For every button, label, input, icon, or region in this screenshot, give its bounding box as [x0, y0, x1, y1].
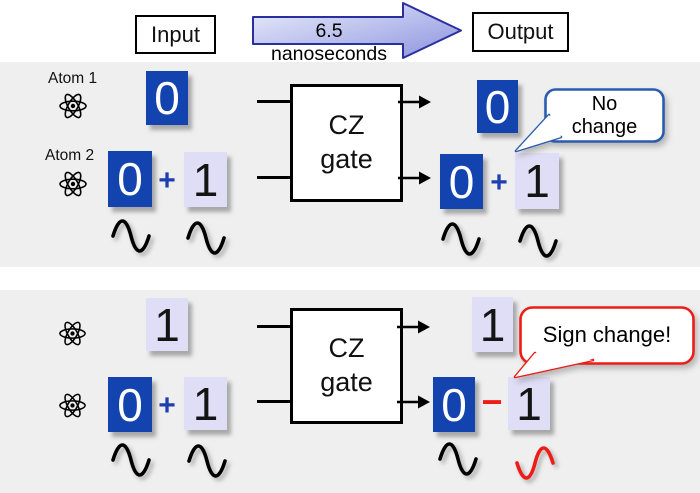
sine-wave-inverted-icon [515, 446, 555, 480]
output-arrow-icon [397, 320, 430, 334]
state-value: 0 [117, 153, 143, 205]
state-box-atom2-input-right: 1 [184, 377, 227, 430]
state-value: 1 [154, 298, 180, 351]
sine-wave-icon [187, 444, 227, 478]
state-value: 0 [441, 378, 467, 431]
sine-wave-icon [186, 221, 226, 255]
gate-label-line2: gate [320, 144, 373, 174]
state-box-atom1-output: 0 [477, 80, 518, 133]
gate-label-line1: CZ [328, 110, 365, 141]
output-arrow-icon [398, 95, 431, 109]
state-box-atom2-input-left: 0 [108, 151, 152, 207]
state-box-atom2-input-right: 1 [184, 152, 227, 207]
atom2-label: Atom 2 [45, 147, 95, 164]
output-arrow-icon [398, 171, 431, 185]
atom-icon [59, 321, 86, 346]
state-value: 1 [479, 298, 506, 351]
state-value: 1 [192, 153, 219, 206]
state-value: 1 [192, 377, 219, 430]
sine-wave-icon [111, 443, 151, 477]
atom-icon [59, 393, 86, 418]
gate-label-line1: CZ [328, 333, 365, 364]
atom-icon [59, 93, 87, 119]
state-box-atom2-input-left: 0 [108, 377, 152, 432]
gate-label-line2: gate [320, 367, 373, 397]
input-wire [257, 325, 290, 328]
output-label-box: Output [472, 12, 569, 52]
state-value: 1 [524, 155, 550, 207]
input-label: Input [151, 21, 200, 47]
sine-wave-icon [438, 442, 478, 476]
state-box-atom1-input: 1 [146, 298, 188, 351]
state-box-atom2-output-right: 1 [508, 377, 550, 430]
input-label-box: Input [135, 15, 216, 54]
state-value: 0 [154, 72, 180, 124]
sine-wave-icon [441, 222, 481, 256]
plus-operator: + [158, 389, 176, 422]
plus-operator: + [158, 164, 176, 197]
cz-gate-box: CZ gate [290, 84, 403, 202]
state-box-atom2-output-right: 1 [515, 153, 559, 209]
atom-icon [59, 171, 87, 197]
state-box-atom1-output: 1 [472, 297, 513, 352]
state-box-atom2-output-left: 0 [440, 154, 483, 209]
cz-gate-box: CZ gate [290, 308, 403, 424]
sine-wave-icon [518, 224, 558, 258]
output-label: Output [487, 19, 554, 44]
sine-wave-icon [111, 219, 151, 253]
input-wire [257, 176, 290, 179]
duration-arrow-icon [252, 2, 462, 59]
state-value: 0 [448, 155, 475, 208]
input-wire [257, 100, 290, 103]
plus-operator: + [490, 166, 508, 199]
sign-change-callout-bubble [513, 306, 695, 379]
output-arrow-icon [397, 395, 430, 409]
minus-operator: − [481, 381, 503, 422]
state-box-atom1-input: 0 [146, 71, 188, 125]
state-value: 0 [484, 80, 511, 133]
state-box-atom2-output-left: 0 [433, 377, 475, 432]
atom1-label: Atom 1 [48, 70, 98, 87]
state-value: 0 [117, 378, 143, 431]
sign-change-callout-text: Sign change! [542, 322, 672, 347]
no-change-callout-text: No change [571, 93, 638, 138]
no-change-callout-bubble [514, 88, 665, 153]
input-wire [257, 400, 290, 403]
duration-label: 6.5 nanoseconds [270, 20, 387, 65]
state-value: 1 [516, 377, 542, 430]
